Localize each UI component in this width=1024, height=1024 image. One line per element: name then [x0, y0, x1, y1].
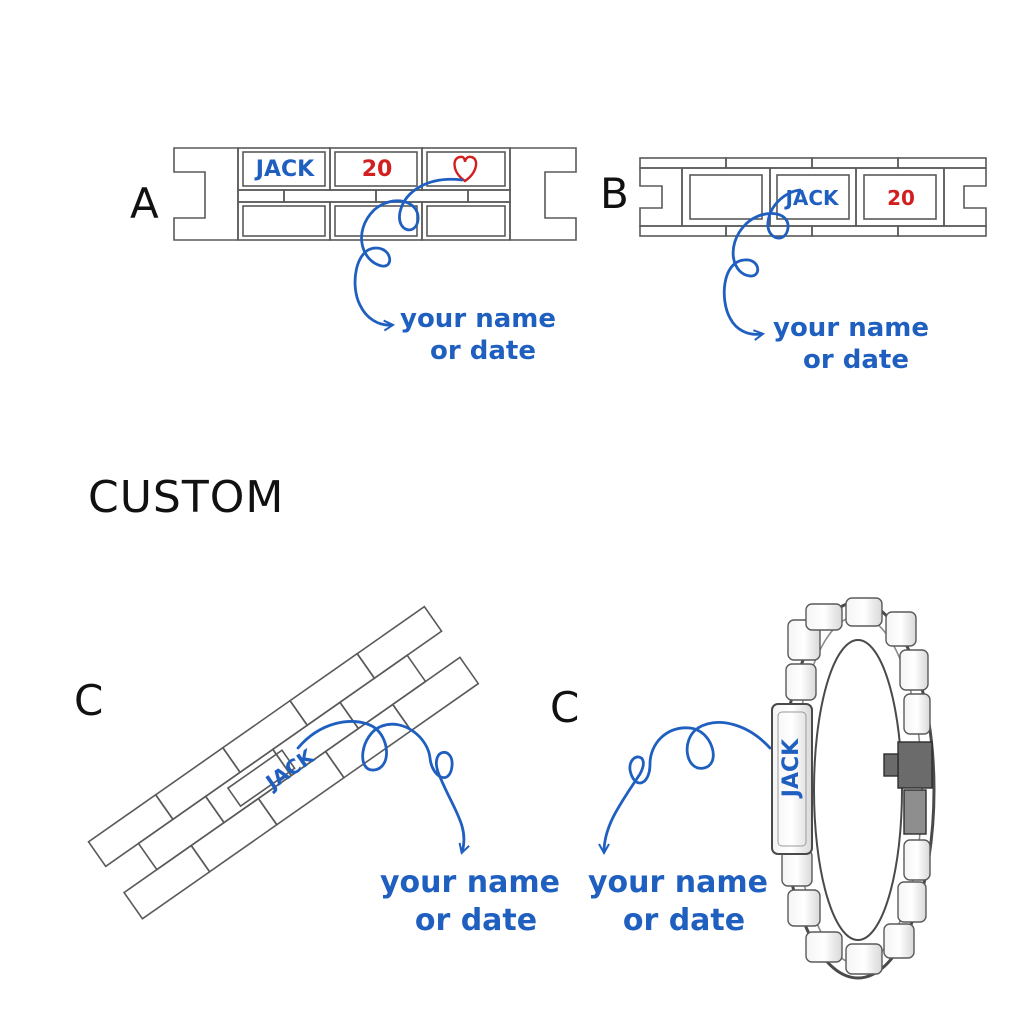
panel-c2-engraved-name: JACK [779, 738, 804, 799]
panel-c2-caption-line2: or date [623, 903, 745, 938]
panel-b: B JACK 20 your name [600, 157, 987, 375]
heart-icon [453, 155, 478, 183]
panel-c1-bracelet-links [87, 605, 480, 920]
panel-a: A JACK 20 [130, 147, 577, 366]
heading-custom: CUSTOM [88, 472, 284, 523]
panel-b-letter: B [600, 169, 629, 218]
panel-c2-pointer-arrow [604, 721, 772, 852]
panel-b-pointer-arrow [722, 188, 802, 334]
panel-c1-pointer-arrow [296, 720, 464, 852]
panel-b-caption-line1: your name [773, 313, 929, 343]
panel-a-engraved-number: 20 [362, 157, 393, 182]
panel-b-bracelet-links [639, 157, 987, 237]
panel-c2-metal-bracelet [771, 597, 936, 980]
panel-c1-letter: C [74, 676, 103, 725]
panel-c1-engraved-name: JACK [260, 743, 320, 795]
panel-c-bracelet: C [550, 597, 936, 980]
panel-a-caption-line1: your name [400, 304, 556, 334]
panel-a-caption-line2: or date [430, 336, 536, 366]
panel-c2-caption-line1: your name [588, 865, 768, 900]
panel-c1-caption-line2: or date [415, 903, 537, 938]
panel-a-bracelet-links [173, 147, 577, 241]
panel-a-letter: A [130, 179, 159, 228]
panel-a-pointer-arrow [353, 177, 464, 325]
panel-c-diagonal: C JACK your name or date [74, 605, 560, 938]
panel-c1-caption-line1: your name [380, 865, 560, 900]
panel-c2-letter: C [550, 683, 579, 732]
panel-a-engraved-name: JACK [254, 157, 315, 182]
panel-b-caption-line2: or date [803, 345, 909, 375]
panel-b-engraved-number: 20 [887, 186, 915, 210]
panel-b-engraved-name: JACK [783, 186, 840, 210]
